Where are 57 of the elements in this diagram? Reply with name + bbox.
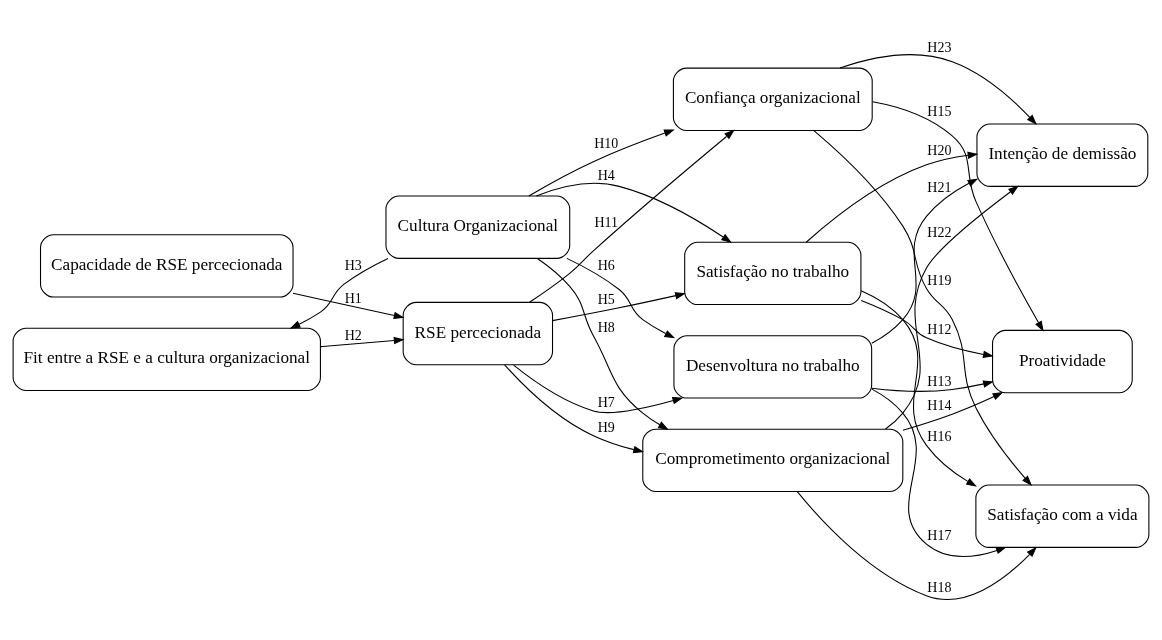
arrow <box>513 364 684 413</box>
arrow <box>319 336 405 347</box>
node-box: Proatividade <box>992 329 1133 393</box>
arrow <box>289 257 389 329</box>
arrow <box>860 299 994 358</box>
edge-label: H21 <box>927 179 952 195</box>
node-box: Capacidade de RSE percecionada <box>40 233 294 298</box>
edge-label: H2 <box>344 327 362 343</box>
node-box: Intenção de demissão <box>976 123 1149 187</box>
node-box: Satisfação com a vida <box>975 484 1150 548</box>
edge-label: H13 <box>927 373 952 389</box>
edge-label: H8 <box>597 319 615 335</box>
arrow <box>885 185 1019 430</box>
edge-label: H10 <box>594 135 619 151</box>
edge-label: H14 <box>927 397 952 413</box>
node-box: Fit entre a RSE e a cultura organizacional <box>12 327 321 391</box>
edge-label: H5 <box>597 291 615 307</box>
arrow <box>566 257 676 338</box>
node-box: Comprometimento organizacional <box>642 428 904 492</box>
edge-label: H1 <box>344 290 362 306</box>
arrow <box>535 182 732 243</box>
arrow <box>796 490 1037 600</box>
arrow <box>528 129 675 196</box>
arrow <box>529 129 735 303</box>
edge-label: H6 <box>597 257 615 273</box>
edge-label: H11 <box>594 214 619 230</box>
edge-label: H23 <box>927 39 952 55</box>
edge-label: H7 <box>597 394 615 410</box>
arrow <box>872 100 1044 332</box>
edge-label: H12 <box>927 321 952 337</box>
arrow <box>871 178 979 344</box>
arrow <box>839 53 1037 125</box>
node-box: Satisfação no trabalho <box>684 241 862 305</box>
node-box: Cultura Organizacional <box>385 195 571 259</box>
arrow <box>504 363 644 453</box>
node-box: RSE percecionada <box>402 301 554 365</box>
edge-label: H19 <box>927 272 952 288</box>
arrow <box>813 129 1033 486</box>
edge-label: H4 <box>597 167 615 183</box>
arrow <box>871 379 994 392</box>
node-box: Desenvoltura no trabalho <box>673 334 873 399</box>
arrow <box>860 289 977 487</box>
edge-label: H16 <box>927 428 952 444</box>
node-box: Confiança organizacional <box>672 67 873 131</box>
edge-label: H18 <box>927 579 952 595</box>
edge-label: H3 <box>344 257 362 273</box>
arrow <box>805 151 979 243</box>
edge-label: H17 <box>927 527 952 543</box>
edge-label: H22 <box>927 224 952 240</box>
arrow <box>292 292 405 319</box>
arrow <box>552 291 686 321</box>
edge-label: H15 <box>927 103 952 119</box>
edge-label: H9 <box>597 419 615 435</box>
arrow <box>871 388 1007 557</box>
arrow <box>536 257 669 430</box>
arrow <box>902 391 1004 431</box>
edge-label: H20 <box>927 142 952 158</box>
